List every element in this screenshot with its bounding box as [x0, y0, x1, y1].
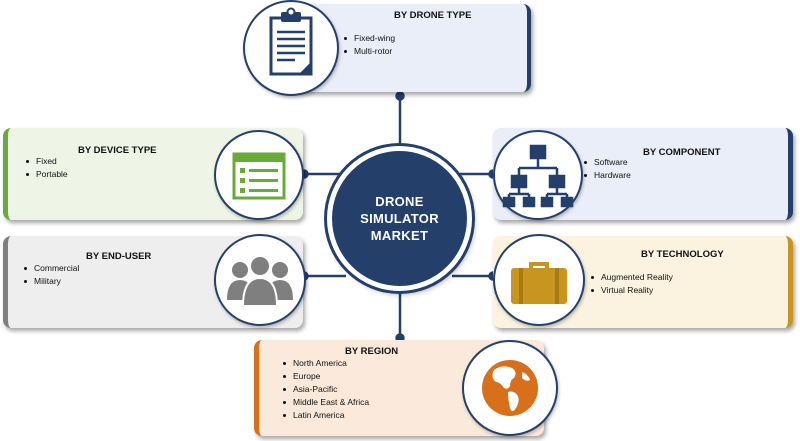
- card-items: North America Europe Asia-Pacific Middle…: [281, 357, 369, 422]
- list-item: Asia-Pacific: [281, 383, 369, 396]
- card-title: BY TECHNOLOGY: [641, 249, 724, 260]
- list-item: Hardware: [582, 169, 631, 182]
- hierarchy-icon: [493, 130, 583, 220]
- list-item: Portable: [24, 168, 68, 181]
- briefcase-icon: [493, 234, 585, 326]
- card-items: Software Hardware: [582, 156, 631, 182]
- card-title: BY REGION: [345, 346, 399, 357]
- clipboard-icon: [243, 0, 339, 96]
- list-item: Fixed-wing: [342, 32, 395, 45]
- list-item: Commercial: [22, 262, 79, 275]
- center-title: DRONE SIMULATOR MARKET: [360, 194, 439, 243]
- list-item: Fixed: [24, 155, 68, 168]
- card-title: BY DEVICE TYPE: [78, 145, 157, 156]
- card-title: BY END-USER: [86, 251, 152, 262]
- list-item: Multi-rotor: [342, 45, 395, 58]
- list-item: Augmented Reality: [589, 271, 673, 284]
- card-items: Commercial Military: [22, 262, 79, 288]
- list-item: Military: [22, 275, 79, 288]
- card-title: BY DRONE TYPE: [394, 10, 472, 21]
- globe-icon: [462, 340, 558, 436]
- card-items: Augmented Reality Virtual Reality: [589, 271, 673, 297]
- list-item: North America: [281, 357, 369, 370]
- list-item: Virtual Reality: [589, 284, 673, 297]
- list-item: Middle East & Africa: [281, 396, 369, 409]
- people-icon: [214, 234, 306, 326]
- list-item: Europe: [281, 370, 369, 383]
- card-title: BY COMPONENT: [643, 147, 721, 158]
- card-items: Fixed Portable: [24, 155, 68, 181]
- form-list-icon: [214, 130, 304, 220]
- list-item: Latin America: [281, 409, 369, 422]
- card-items: Fixed-wing Multi-rotor: [342, 32, 395, 58]
- center-hub: DRONE SIMULATOR MARKET: [327, 146, 472, 291]
- list-item: Software: [582, 156, 631, 169]
